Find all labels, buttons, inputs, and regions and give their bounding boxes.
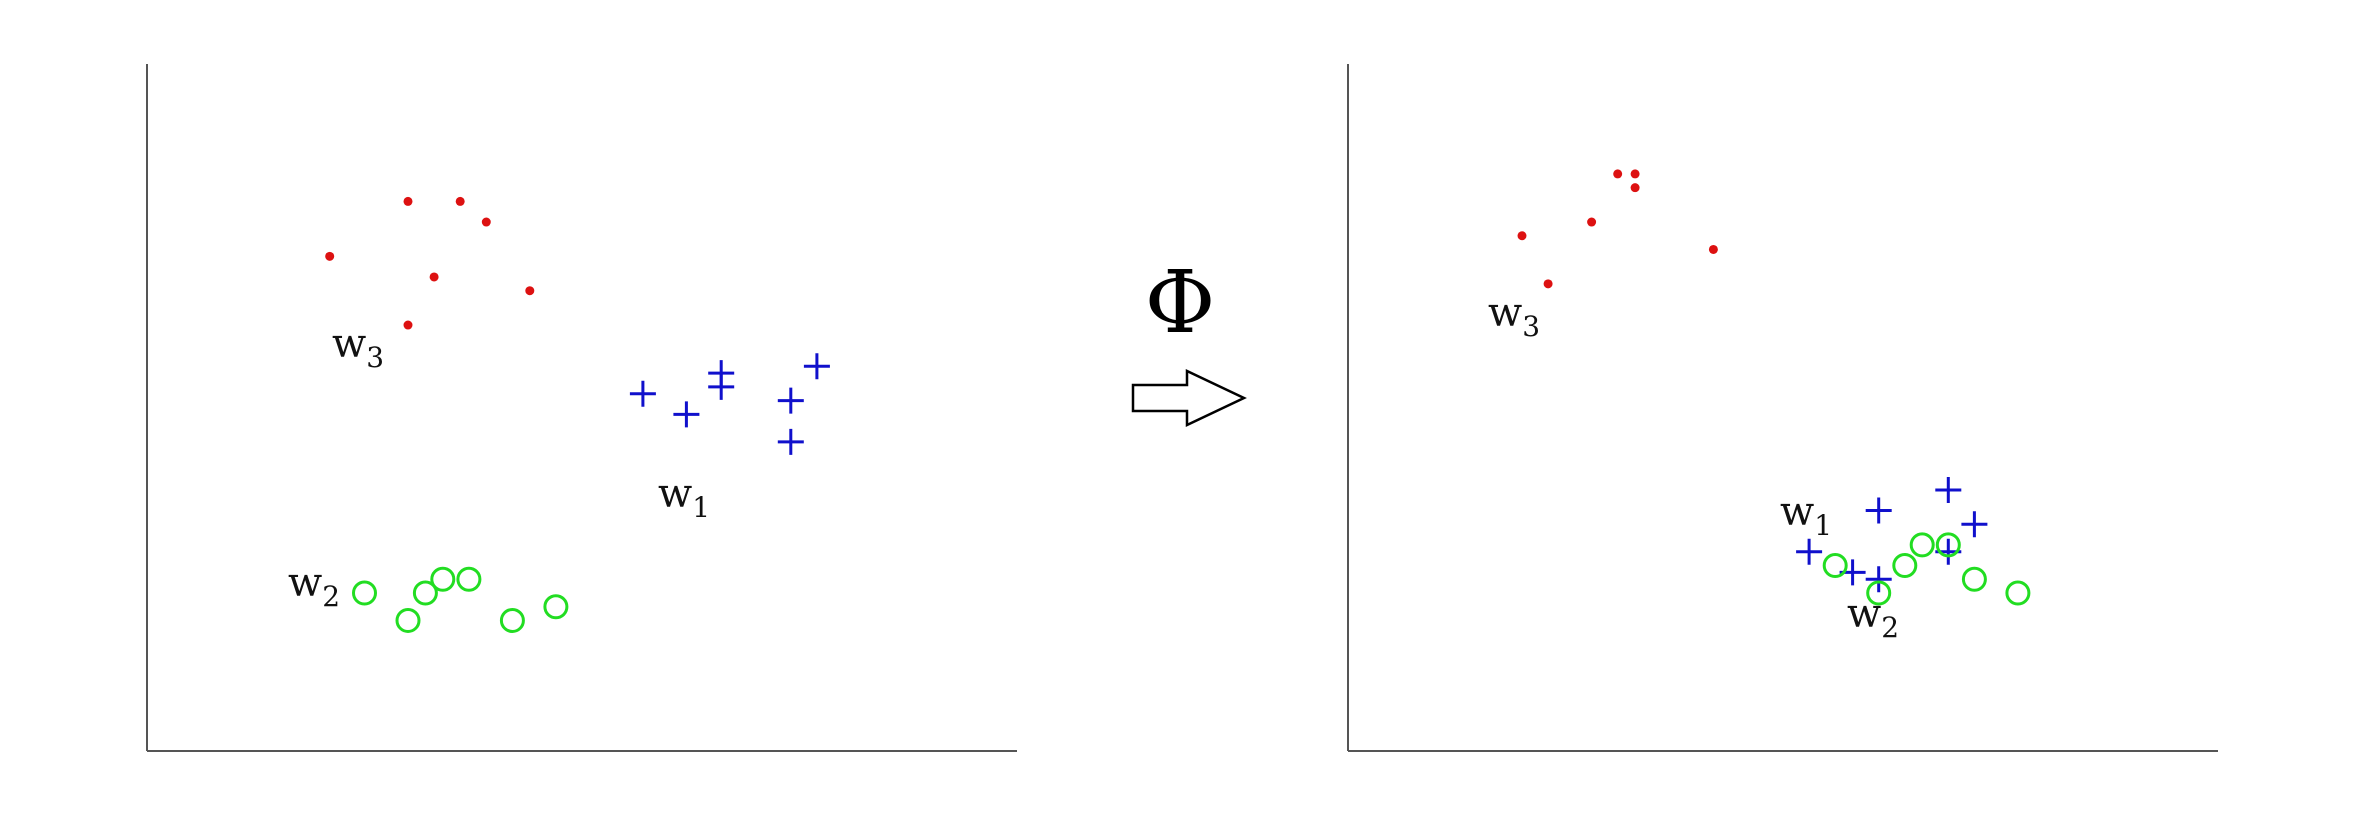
w3-point — [525, 286, 535, 296]
w3-point — [455, 196, 465, 206]
w2-point — [2005, 580, 2031, 606]
w2-point — [1909, 532, 1935, 558]
w2-point — [412, 580, 438, 606]
left-label-w2: w2 — [288, 560, 340, 613]
w1-point — [1961, 511, 1988, 538]
w1-point — [803, 353, 830, 380]
w2-point — [543, 594, 569, 620]
phi-transform: Φ — [1131, 253, 1247, 427]
w3-point — [481, 217, 491, 227]
w3-point — [1587, 217, 1597, 227]
w2-point — [395, 607, 421, 633]
w2-point — [1935, 532, 1961, 558]
w3-point — [403, 320, 413, 330]
w3-point — [403, 196, 413, 206]
right-data-points — [1517, 169, 2031, 606]
right-label-w1: w1 — [1780, 489, 1832, 542]
w2-point — [1892, 553, 1918, 579]
w1-point — [1865, 566, 1892, 593]
phi-symbol: Φ — [1145, 253, 1216, 353]
w3-point — [325, 251, 335, 261]
w3-point — [1517, 231, 1527, 241]
w3-point — [429, 272, 439, 282]
w1-point — [1865, 497, 1892, 524]
left-scatter-plot: w3 w1 w2 — [146, 64, 1017, 752]
w2-point — [352, 580, 377, 606]
w3-point — [1708, 244, 1718, 254]
w3-point — [1543, 279, 1553, 289]
w1-point — [1935, 476, 1962, 503]
w2-point — [456, 566, 482, 592]
w2-point — [1822, 553, 1848, 579]
w2-point — [1961, 566, 1987, 592]
left-data-points — [325, 196, 830, 633]
right-label-w2: w2 — [1847, 591, 1899, 644]
right-label-w3: w3 — [1488, 290, 1540, 343]
w1-point — [708, 373, 735, 400]
w3-point — [1613, 169, 1623, 179]
w3-point — [1630, 169, 1640, 179]
right-scatter-plot: w3 w1 w2 — [1347, 64, 2218, 752]
w1-point — [777, 428, 804, 455]
w1-point — [629, 380, 656, 407]
left-label-w3: w3 — [332, 321, 384, 374]
w1-point — [1796, 538, 1823, 565]
right-arrow-icon — [1131, 369, 1247, 427]
w2-point — [1866, 580, 1892, 606]
w2-point — [430, 566, 456, 592]
left-label-w1: w1 — [658, 471, 710, 524]
w2-point — [499, 607, 525, 633]
w1-point — [777, 387, 804, 414]
w1-point — [673, 401, 700, 428]
w3-point — [1630, 183, 1640, 193]
